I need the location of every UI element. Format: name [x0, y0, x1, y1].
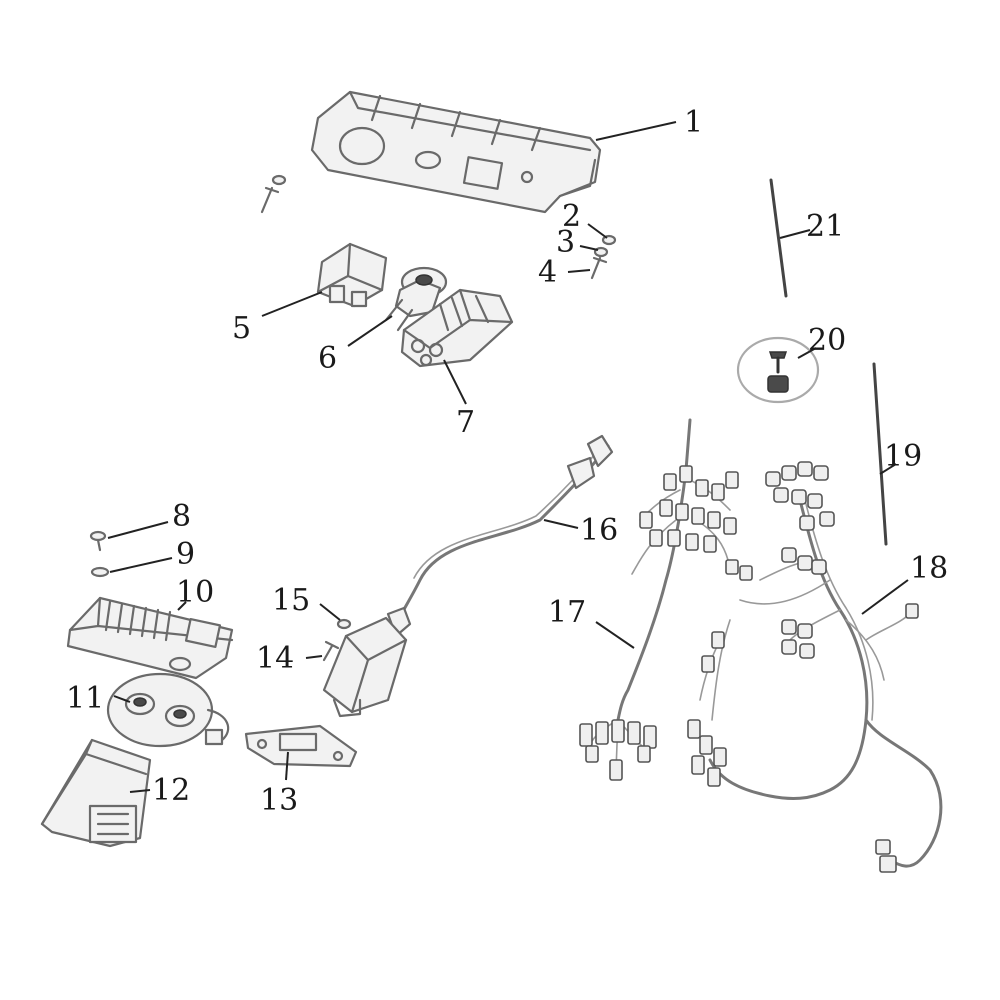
callout-17: 17	[548, 595, 586, 630]
screw-left-part-1	[260, 174, 287, 214]
callout-11: 11	[66, 681, 104, 716]
part-7-connector-block	[400, 288, 514, 368]
part-11-starter-relay	[106, 672, 230, 748]
part-1-switch-panel	[310, 90, 602, 214]
part-15-washer	[336, 618, 352, 630]
part-10-regulator	[66, 596, 234, 680]
part-19-rod	[872, 362, 888, 546]
callout-13: 13	[260, 783, 298, 818]
callout-12: 12	[152, 773, 190, 808]
part-9-washer	[90, 566, 110, 578]
part-21-rod	[769, 178, 788, 298]
part-14-screw	[322, 640, 340, 662]
part-4-screw	[590, 256, 608, 280]
callout-6: 6	[318, 341, 337, 376]
callout-8: 8	[172, 499, 191, 534]
callout-10: 10	[176, 575, 214, 610]
callout-3: 3	[556, 225, 575, 260]
callout-16: 16	[580, 513, 618, 548]
part-8-screw	[89, 530, 107, 552]
callout-4: 4	[538, 255, 557, 290]
callout-9: 9	[176, 537, 195, 572]
callout-15: 15	[272, 583, 310, 618]
callout-1: 1	[684, 105, 703, 140]
callout-20: 20	[808, 323, 846, 358]
part-16-ht-lead-cap	[322, 434, 614, 718]
callout-14: 14	[256, 641, 294, 676]
callout-18: 18	[910, 551, 948, 586]
callout-7: 7	[456, 405, 475, 440]
callout-21: 21	[806, 209, 844, 244]
part-18-main-wiring-harness	[687, 461, 943, 873]
part-5-rocker-switch	[316, 242, 388, 308]
callout-2: 2	[562, 199, 581, 234]
part-20-bolt-nut	[736, 336, 820, 404]
part-13-bracket	[244, 724, 358, 768]
part-12-cdi-unit	[40, 738, 152, 848]
part-17-wiring-harness	[579, 418, 739, 781]
callout-5: 5	[232, 311, 251, 346]
callout-19: 19	[884, 439, 922, 474]
